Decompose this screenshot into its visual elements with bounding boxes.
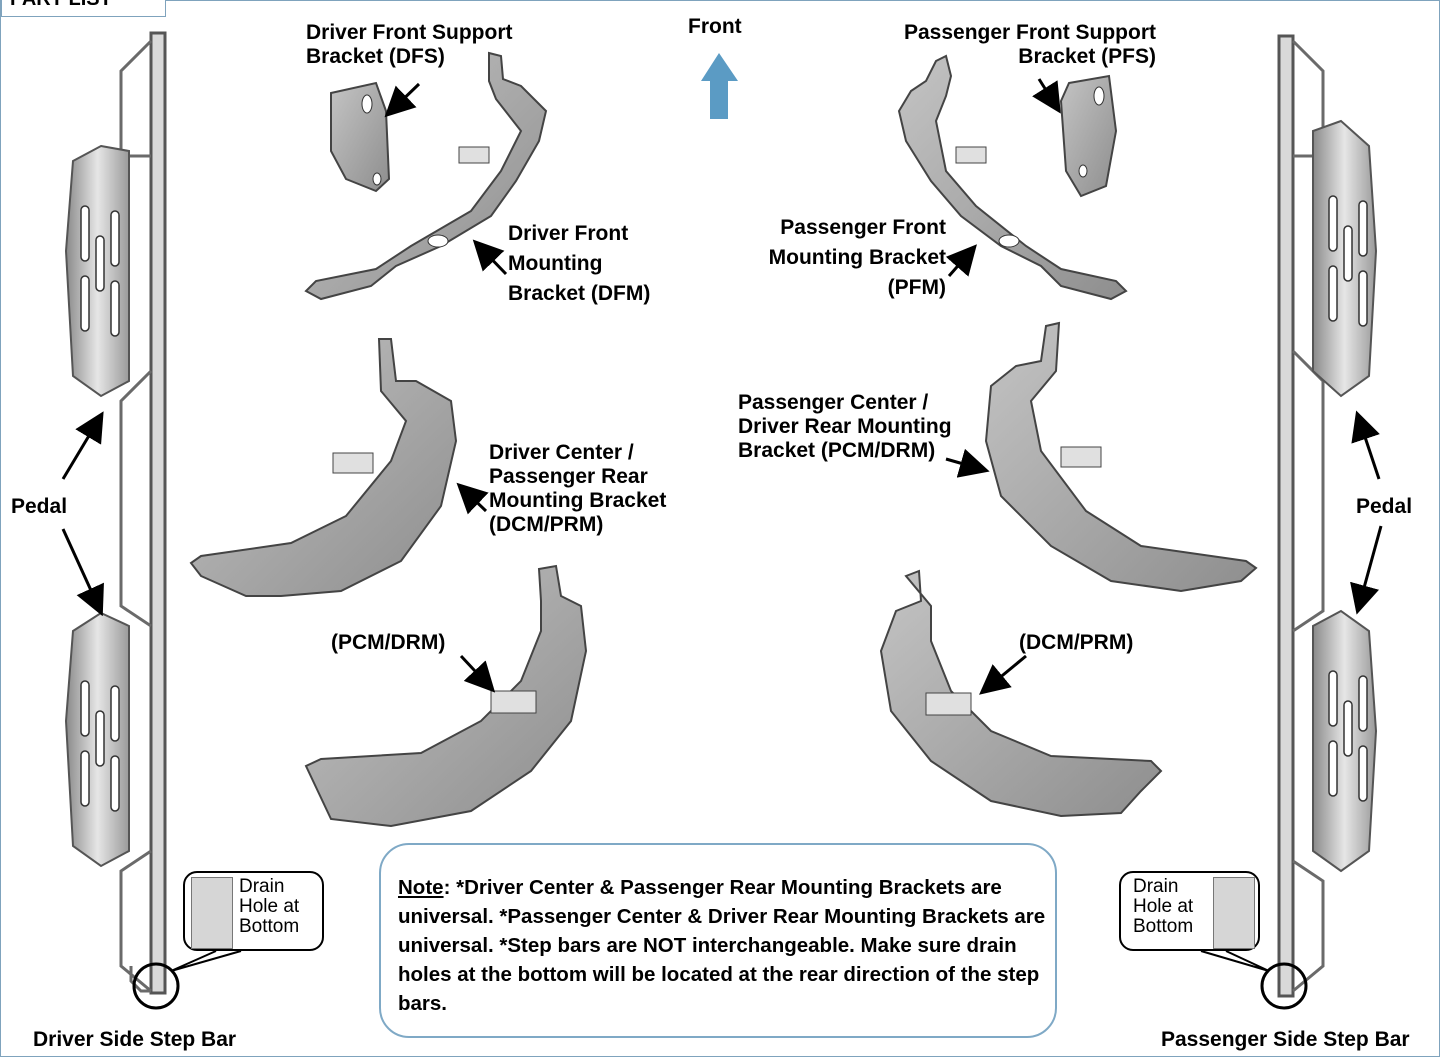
drain-line1: Drain <box>239 876 285 897</box>
driver-step-bar <box>119 31 167 995</box>
driver-drain-circle <box>132 962 180 1010</box>
dcm-prm-bracket-right <box>879 569 1163 818</box>
pcm-drm-bracket-left <box>304 564 588 828</box>
dfm-label-line2: Mounting <box>508 252 603 275</box>
dfs-bracket <box>330 81 391 193</box>
dfs-label-line2: Bracket (DFS) <box>306 45 445 68</box>
drain-line2: Hole at <box>239 896 300 917</box>
passenger-pedal-lower <box>1312 609 1378 873</box>
passenger-drain-circle <box>1260 962 1308 1010</box>
note-text: Note: *Driver Center & Passenger Rear Mo… <box>398 873 1048 1018</box>
front-label: Front <box>688 15 742 38</box>
note-body: : *Driver Center & Passenger Rear Mounti… <box>398 876 1046 1015</box>
passenger-callout-pointer <box>1200 950 1270 972</box>
passenger-drain-callout: Drain Hole at Bottom <box>1119 871 1260 951</box>
pedal-label-left: Pedal <box>11 495 68 518</box>
pcm-drm-label: Passenger Center / Driver Rear Mounting … <box>738 391 952 463</box>
pcm-drm-label-line2: Driver Rear Mounting <box>738 415 952 438</box>
pfm-label-line2: Mounting Bracket <box>768 246 946 269</box>
drain-panel-illustration <box>191 877 233 949</box>
pcm-drm-label-line1: Passenger Center / <box>738 391 929 414</box>
pcm-drm-short-label: (PCM/DRM) <box>331 631 446 654</box>
driver-drain-callout: Drain Hole at Bottom <box>183 871 324 951</box>
driver-callout-pointer <box>170 950 242 972</box>
pfm-label: Passenger Front Mounting Bracket (PFM) <box>746 213 946 303</box>
drain-line3: Bottom <box>1133 916 1194 937</box>
pfm-bracket <box>897 54 1128 301</box>
pfm-label-line3: (PFM) <box>887 276 946 299</box>
driver-pedal-lower <box>64 611 130 868</box>
drain-panel-illustration <box>1213 877 1255 949</box>
part-list-tab: PART LIST <box>1 0 166 17</box>
part-list-title: PART LIST <box>10 0 112 11</box>
passenger-step-bar <box>1277 34 1325 998</box>
dfm-bracket <box>304 51 548 301</box>
dfs-label: Driver Front Support Bracket (DFS) <box>306 21 513 69</box>
note-box: Note: *Driver Center & Passenger Rear Mo… <box>379 843 1057 1038</box>
dcm-prm-label: Driver Center / Passenger Rear Mounting … <box>489 441 666 537</box>
drain-line2: Hole at <box>1133 896 1194 917</box>
dfs-label-line1: Driver Front Support <box>306 21 513 44</box>
dcm-prm-short-label: (DCM/PRM) <box>1019 631 1134 654</box>
dcm-prm-bracket <box>189 338 458 597</box>
dfm-label-line3: Bracket (DFM) <box>508 282 651 305</box>
driver-pedal-upper <box>64 144 130 398</box>
note-heading: Note <box>398 876 444 899</box>
pfs-bracket <box>1059 74 1118 198</box>
passenger-step-bar-label: Passenger Side Step Bar <box>1161 1028 1410 1051</box>
pcm-drm-label-line3: Bracket (PCM/DRM) <box>738 439 936 462</box>
dcm-prm-label-line1: Driver Center / <box>489 441 634 464</box>
front-arrow-icon <box>701 53 738 119</box>
pfs-label-line1: Passenger Front Support <box>903 21 1156 44</box>
driver-step-bar-label: Driver Side Step Bar <box>33 1028 237 1051</box>
pedal-label-right: Pedal <box>1356 495 1413 518</box>
pfs-label: Passenger Front Support Bracket (PFS) <box>894 21 1156 69</box>
pfm-label-line1: Passenger Front <box>780 216 946 239</box>
drain-callout-text: Drain Hole at Bottom <box>239 877 299 937</box>
drain-line1: Drain <box>1133 876 1179 897</box>
dcm-prm-label-line3: Mounting Bracket <box>489 489 667 512</box>
dcm-prm-label-line4: (DCM/PRM) <box>489 513 604 536</box>
dfm-label-line1: Driver Front <box>508 222 629 245</box>
leader-arrows <box>61 78 1383 695</box>
pcm-drm-bracket-right <box>984 321 1258 593</box>
dfm-label: Driver Front Mounting Bracket (DFM) <box>508 219 650 309</box>
pfs-label-line2: Bracket (PFS) <box>1018 45 1156 68</box>
drain-callout-text: Drain Hole at Bottom <box>1133 877 1193 937</box>
dcm-prm-label-line2: Passenger Rear <box>489 465 648 488</box>
drain-line3: Bottom <box>239 916 300 937</box>
passenger-pedal-upper <box>1312 119 1378 398</box>
